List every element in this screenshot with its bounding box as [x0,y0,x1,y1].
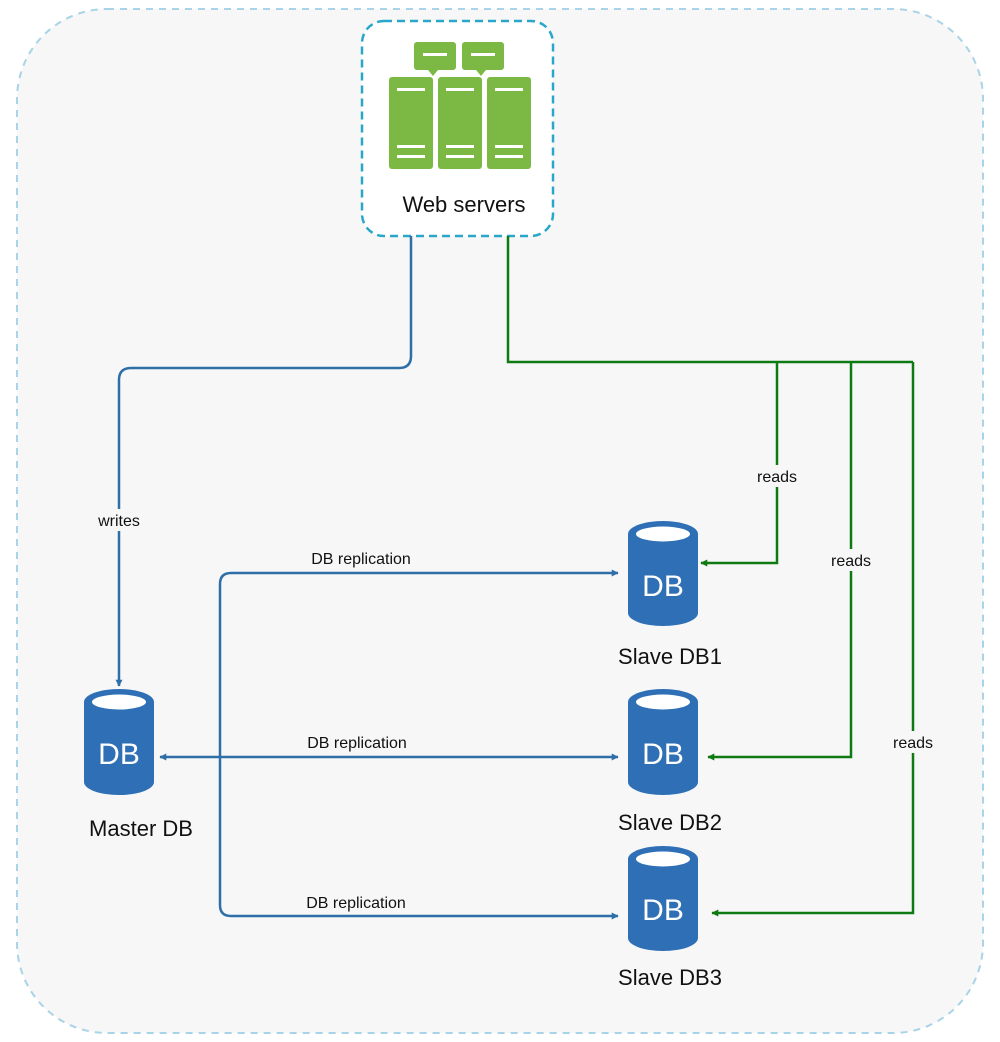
replication-label-2: DB replication [307,735,407,752]
replication-label-3: DB replication [306,895,406,912]
replication-label-1: DB replication [311,551,411,568]
diagram-container [16,8,984,1034]
slave-db2-icon: DB [628,689,698,795]
web-servers-label: Web servers [402,192,525,217]
svg-text:DB: DB [642,570,684,603]
svg-text:DB: DB [98,738,140,771]
slave-db1-label: Slave DB1 [618,644,722,669]
svg-text:DB: DB [642,738,684,771]
master-db-label: Master DB [89,816,193,841]
reads-edge-slave3 [711,362,915,917]
replication-edge-slave3 [218,757,619,920]
server-rack-icon [389,42,531,169]
writes-label: writes [97,513,140,530]
svg-text:DB: DB [642,894,684,927]
writes-edge [115,236,413,687]
reads-label-1: reads [757,469,797,486]
reads-label-2: reads [831,553,871,570]
reads-edge-slave2 [707,362,853,761]
reads-label-3: reads [893,735,933,752]
reads-edge-slave1 [700,362,779,567]
slave-db1-icon: DB [628,521,698,626]
master-db-icon: DB [84,689,154,795]
slave-db3-icon: DB [628,846,698,951]
slave-db2-label: Slave DB2 [618,810,722,835]
replication-edge-slave1 [218,569,619,757]
slave-db3-label: Slave DB3 [618,965,722,990]
